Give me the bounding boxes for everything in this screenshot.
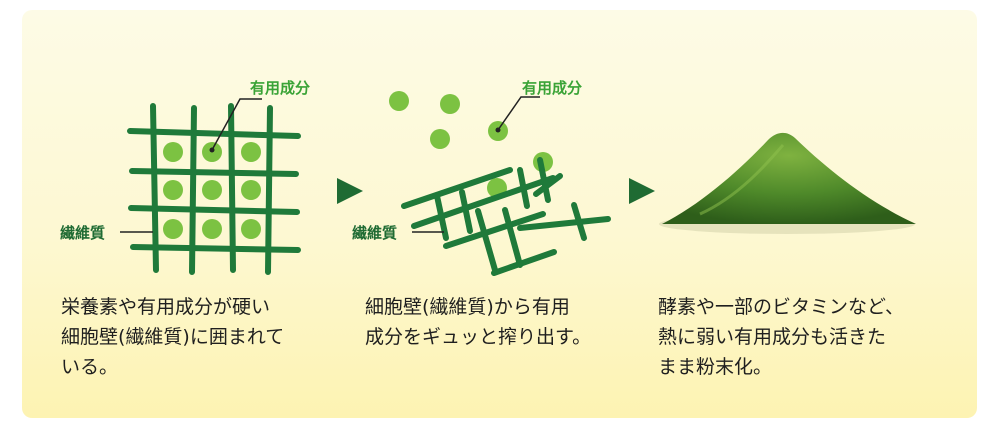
fiber-fragments-broken (401, 157, 611, 276)
label-fiber-1: 繊維質 (60, 224, 105, 242)
caption-step-2: 細胞壁(繊維質)から有用 成分をギュッと搾り出す。 (365, 296, 592, 348)
component-dots-intact (163, 142, 261, 239)
leader-line-component-1 (211, 98, 262, 151)
caption-step-3: 酵素や一部のビタミンなど、 熱に弱い有用成分も活きた まま粉末化。 (658, 296, 905, 378)
label-useful-component-1: 有用成分 (250, 79, 310, 97)
fiber-grid-intact (127, 103, 301, 275)
label-fiber-2: 繊維質 (352, 224, 397, 242)
powder-mound (659, 132, 916, 234)
leader-dot-component-2 (495, 127, 501, 133)
label-useful-component-2: 有用成分 (522, 79, 582, 97)
arrow-right-icon (629, 178, 655, 204)
caption-step-1: 栄養素や有用成分が硬い 細胞壁(繊維質)に囲まれて いる。 (61, 296, 285, 378)
arrow-right-icon (337, 178, 363, 204)
leader-line-component-2 (497, 96, 540, 131)
leader-dot-component-1 (209, 147, 215, 153)
